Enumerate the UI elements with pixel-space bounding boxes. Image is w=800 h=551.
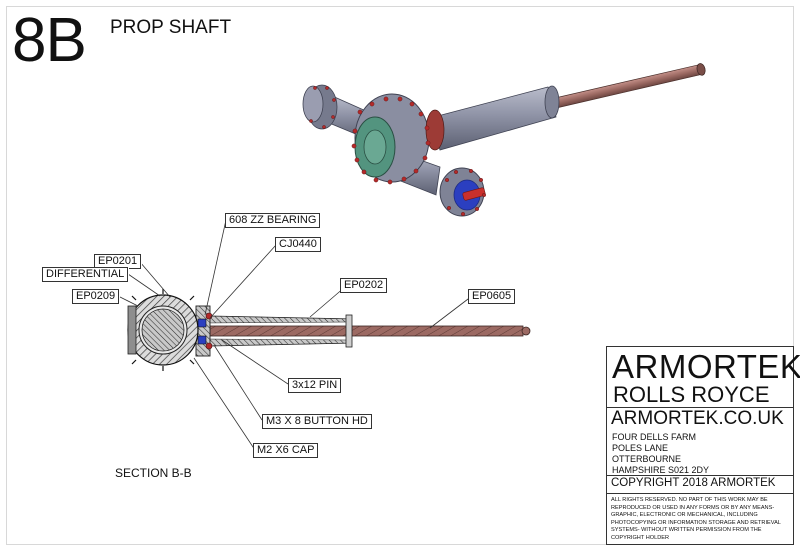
title-block-model: ROLLS ROYCE — [613, 382, 770, 407]
section-label: SECTION B-B — [115, 466, 192, 480]
section-shaft — [204, 325, 524, 337]
address-line: FOUR DELLS FARM — [612, 432, 697, 442]
callout-m2-cap: M2 X6 CAP — [253, 443, 319, 458]
callout-cj0440: CJ0440 — [275, 237, 321, 252]
callout-ep0201: EP0201 — [94, 254, 142, 269]
callout-ep0209: EP0209 — [72, 289, 120, 304]
iso-tube-end — [544, 85, 560, 119]
address-line: HAMPSHIRE S021 2DY — [612, 465, 710, 475]
iso-prop-shaft — [544, 63, 706, 111]
title-block-divider — [607, 475, 793, 476]
isometric-assembly — [302, 63, 706, 217]
title-block-divider — [607, 407, 793, 408]
address-line: POLES LANE — [612, 443, 669, 453]
section-bolt-ring — [131, 289, 195, 371]
title-block: ARMORTEK ROLLS ROYCE ARMORTEK.CO.UK FOUR… — [606, 346, 800, 545]
callout-m3-button-hd: M3 X 8 BUTTON HD — [262, 414, 372, 429]
callout-differential: DIFFERENTIAL — [42, 267, 129, 282]
section-bearing-upper — [197, 318, 207, 328]
callout-ep0202: EP0202 — [340, 278, 388, 293]
section-bearing-lower — [197, 335, 207, 345]
callout-608zz-bearing: 608 ZZ BEARING — [225, 213, 321, 228]
callout-ep0605: EP0605 — [468, 289, 516, 304]
title-block-website: ARMORTEK.CO.UK — [611, 408, 784, 429]
page-title: PROP SHAFT — [110, 17, 232, 38]
leader-lines — [117, 219, 473, 451]
title-block-divider — [607, 493, 793, 494]
iso-shaft-tube — [429, 86, 557, 151]
title-block-brand: ARMORTEK — [612, 348, 800, 385]
title-block-copyright: COPYRIGHT 2018 ARMORTEK — [611, 477, 776, 489]
iso-diff-bolts — [309, 86, 487, 216]
section-view — [127, 289, 531, 371]
page-number: 8B — [12, 6, 87, 75]
title-block-legal: ALL RIGHTS RESERVED. NO PART OF THIS WOR… — [611, 497, 781, 541]
title-block-address: FOUR DELLS FARM POLES LANE OTTERBOURNE H… — [612, 432, 709, 476]
address-line: OTTERBOURNE — [612, 454, 682, 464]
callout-3x12-pin: 3x12 PIN — [288, 378, 342, 393]
sheet-border — [6, 6, 794, 545]
